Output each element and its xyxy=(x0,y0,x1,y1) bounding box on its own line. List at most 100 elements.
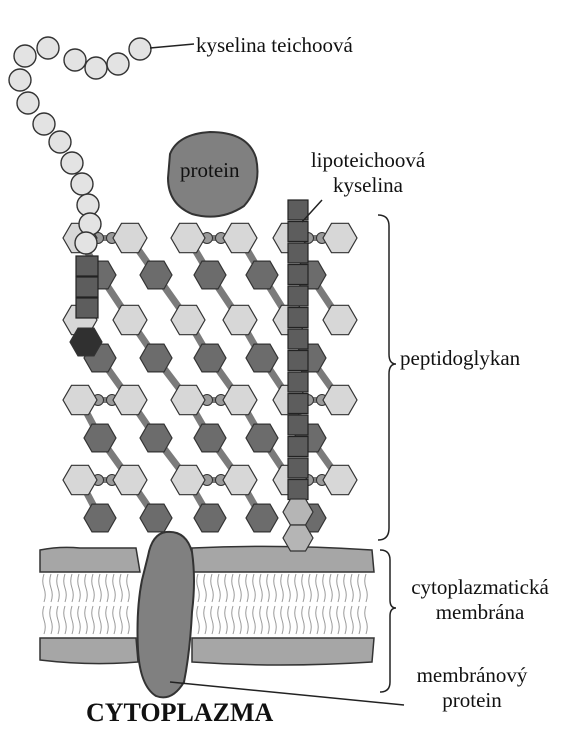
lipid-tail xyxy=(57,574,60,602)
lipid-tail xyxy=(218,574,221,602)
lipoteichoic-unit xyxy=(288,394,308,414)
glycan-hexagon-light xyxy=(323,465,357,494)
lipid-tail xyxy=(239,574,242,602)
membrane-outer-layer-left xyxy=(40,547,140,572)
membrane-outer-layer-right xyxy=(192,546,374,572)
lipoteichoic-acid-chain xyxy=(283,200,313,551)
lipid-tail xyxy=(64,574,67,602)
lipid-tail xyxy=(281,574,284,602)
teichoic-acid-anchor-unit xyxy=(76,298,98,318)
teichoic-acid-bead xyxy=(75,232,97,254)
glycan-hexagon-light xyxy=(223,223,257,252)
lipoteichoic-acid-label-line1: lipoteichoová xyxy=(306,148,430,173)
cytoplasm-label: CYTOPLAZMA xyxy=(86,698,273,728)
lipid-tail xyxy=(274,574,277,602)
lipid-tail xyxy=(365,574,368,602)
lipid-tail xyxy=(120,606,123,634)
lipid-tail xyxy=(260,574,263,602)
teichoic-acid-bead xyxy=(85,57,107,79)
teichoic-acid-bead xyxy=(14,45,36,67)
lipid-tail xyxy=(85,574,88,602)
lipid-tail xyxy=(120,574,123,602)
teichoic-acid-bead xyxy=(33,113,55,135)
lipid-tail xyxy=(316,606,319,634)
protein-label: protein xyxy=(180,158,239,183)
lipid-tail xyxy=(218,606,221,634)
membrane-protein-label-line1: membránový xyxy=(402,663,542,688)
glycan-hexagon-dark xyxy=(84,504,116,532)
lipoteichoic-unit xyxy=(288,200,308,220)
lipid-tail xyxy=(344,574,347,602)
lipid-tail xyxy=(302,606,305,634)
lipid-tail xyxy=(365,606,368,634)
cytoplasmic-membrane-label-line1: cytoplazmatická xyxy=(392,575,568,600)
lipid-tail xyxy=(92,574,95,602)
teichoic-acid-leader xyxy=(150,44,194,48)
lipid-tail xyxy=(99,574,102,602)
glycan-hexagon-dark xyxy=(194,504,226,532)
glycan-hexagon-light xyxy=(113,465,147,494)
lipoteichoic-acid-label: lipoteichoová kyselina xyxy=(306,148,430,198)
teichoic-acid-bead xyxy=(9,69,31,91)
glycan-hexagon-light xyxy=(223,305,257,334)
teichoic-acid-bead xyxy=(61,152,83,174)
teichoic-acid-anchor-unit xyxy=(76,277,98,297)
teichoic-acid-bead xyxy=(64,49,86,71)
lipid-tail xyxy=(85,606,88,634)
lipid-tail xyxy=(288,606,291,634)
membrane-inner-layer-left xyxy=(40,638,138,664)
lipid-tail xyxy=(204,574,207,602)
lipid-tail xyxy=(106,574,109,602)
lipid-tail xyxy=(57,606,60,634)
lipid-tail xyxy=(113,606,116,634)
lipid-tail xyxy=(337,574,340,602)
lipid-tail xyxy=(239,606,242,634)
lipid-tail xyxy=(71,574,74,602)
lipid-tail xyxy=(281,606,284,634)
lipid-tails xyxy=(43,574,368,634)
membrane-protein-blob xyxy=(138,532,195,698)
peptidoglycan-bracket xyxy=(378,215,396,540)
lipid-tail xyxy=(323,574,326,602)
lipid-tail xyxy=(351,574,354,602)
glycan-hexagon-dark xyxy=(246,261,278,289)
glycan-hexagon-dark xyxy=(246,504,278,532)
glycan-hexagon-dark xyxy=(140,504,172,532)
lipid-tail xyxy=(295,606,298,634)
lipid-tail xyxy=(323,606,326,634)
lipoteichoic-unit xyxy=(288,480,308,500)
glycan-hexagon-dark xyxy=(194,261,226,289)
lipid-tail xyxy=(316,574,319,602)
teichoic-acid-bead xyxy=(79,213,101,235)
lipid-tail xyxy=(99,606,102,634)
lipid-tail xyxy=(197,574,200,602)
glycan-hexagon-light xyxy=(63,465,97,494)
lipid-tail xyxy=(211,606,214,634)
teichoic-acid-bead xyxy=(37,37,59,59)
lipid-tail xyxy=(358,606,361,634)
lipid-tail xyxy=(232,574,235,602)
glycan-hexagon-light xyxy=(323,385,357,414)
lipid-tail xyxy=(274,606,277,634)
lipoteichoic-unit xyxy=(288,372,308,392)
lipid-tail xyxy=(288,574,291,602)
lipid-tail xyxy=(330,574,333,602)
lipid-tail xyxy=(253,606,256,634)
lipid-tail xyxy=(106,606,109,634)
lipid-tail xyxy=(337,606,340,634)
lipid-tail xyxy=(127,574,130,602)
lipid-tail xyxy=(267,574,270,602)
lipid-tail xyxy=(43,606,46,634)
peptidoglycan-layer xyxy=(63,223,357,532)
lipid-tail xyxy=(78,574,81,602)
membrane-protein-label: membránový protein xyxy=(402,663,542,713)
lipid-tail xyxy=(50,574,53,602)
lipid-tail xyxy=(358,574,361,602)
lipid-tail xyxy=(204,606,207,634)
lipoteichoic-unit xyxy=(288,415,308,435)
teichoic-acid-bead xyxy=(71,173,93,195)
lipid-tail xyxy=(260,606,263,634)
glycan-hexagon-light xyxy=(171,223,205,252)
glycan-hexagon-light xyxy=(223,465,257,494)
